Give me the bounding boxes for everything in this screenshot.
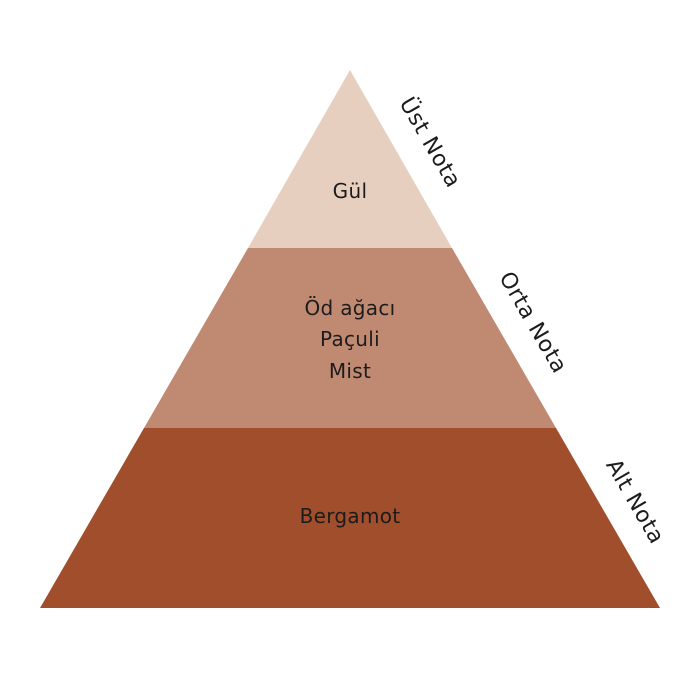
tier-base-shape — [40, 428, 660, 608]
tier-top-shape — [248, 70, 452, 248]
tier-middle-shape — [144, 248, 556, 428]
tier-top-note: Gül — [333, 179, 368, 203]
tier-middle-note: Mist — [329, 359, 371, 383]
tier-middle-note: Paçuli — [320, 327, 380, 351]
tier-base-note: Bergamot — [300, 504, 401, 528]
tier-middle-note: Öd ağacı — [305, 296, 396, 320]
